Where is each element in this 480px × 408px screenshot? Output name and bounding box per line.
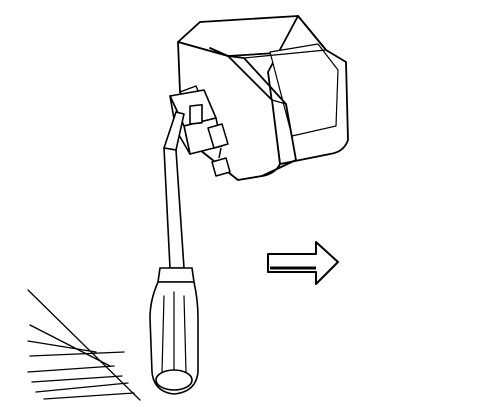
surface-hatch-line xyxy=(35,382,129,393)
screwdriver-ferrule xyxy=(157,267,195,283)
flat-blade-screwdriver xyxy=(149,111,199,395)
housing-band-bottom xyxy=(261,159,297,177)
direction-arrow xyxy=(267,241,339,285)
housing-band-line xyxy=(227,55,297,161)
handle-groove xyxy=(183,295,187,373)
surface-hatch-line xyxy=(31,375,123,383)
locking-tab-upper xyxy=(207,123,229,149)
connector-locking-tab xyxy=(207,123,231,177)
handle-groove xyxy=(161,295,165,373)
locking-tab-lower xyxy=(211,157,231,177)
connector-cavity xyxy=(189,103,203,125)
surface-hatch-line xyxy=(27,340,97,353)
housing-band-corner xyxy=(271,99,287,105)
locking-tab-guide xyxy=(218,147,222,159)
surface-hatch-line xyxy=(27,365,115,373)
housing-band-edge xyxy=(209,47,229,57)
surface-hatch-line xyxy=(43,392,135,400)
mounting-surface xyxy=(27,289,141,401)
housing-band-top xyxy=(243,49,327,59)
surface-hatch-line xyxy=(29,324,111,367)
arrow-body xyxy=(267,241,339,285)
screwdriver-blade-tip xyxy=(163,111,185,151)
surface-hatch-line xyxy=(29,351,125,357)
surface-edge-line xyxy=(27,289,141,401)
handle-end-cap xyxy=(155,369,193,391)
screwdriver-shaft xyxy=(163,147,185,269)
